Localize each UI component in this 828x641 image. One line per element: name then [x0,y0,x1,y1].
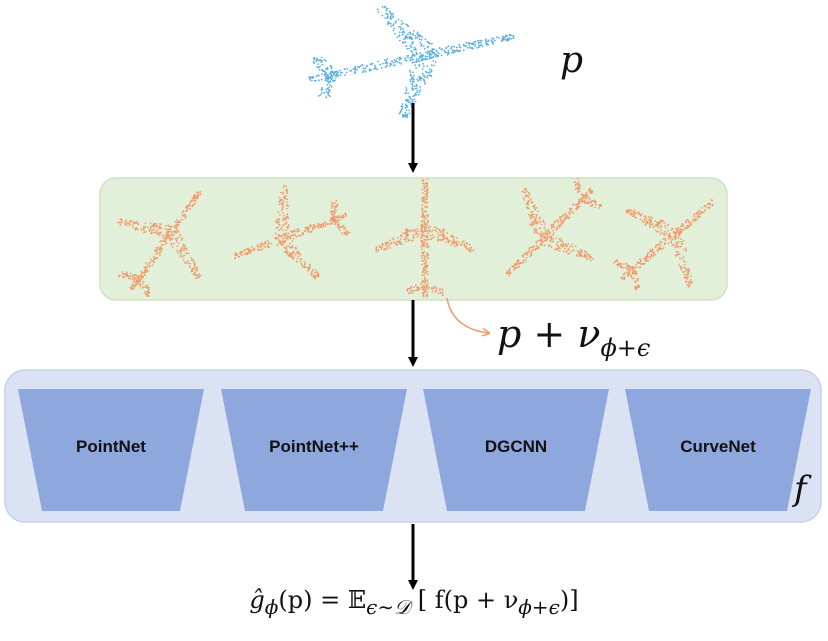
perturbed-label: p + νϕ+ϵ [497,312,650,362]
model-curvenet: CurveNet [625,389,811,511]
model-dgcnn: DGCNN [423,389,609,511]
model-block [625,389,811,511]
model-block [221,389,407,511]
perturbation-pointer [446,297,488,333]
model-ensemble: PointNet PointNet++ DGCNN CurveNet [18,389,811,511]
model-block [423,389,609,511]
perturbed-cloud-3 [375,178,475,298]
model-name: DGCNN [485,437,547,456]
smoothed-classifier-formula: ĝϕ(p) = 𝔼ϵ∼𝒟 [ f(p + νϕ+ϵ)] [249,586,579,619]
model-block [18,389,204,511]
model-pointnet: PointNet [18,389,204,511]
perturbed-cloud-4 [505,177,603,277]
models-panel [4,369,822,523]
model-name: PointNet++ [269,437,359,456]
model-pointnetplusplus: PointNet++ [221,389,407,511]
model-name: CurveNet [680,437,756,456]
perturbed-cloud-2 [233,184,351,280]
model-name: PointNet [76,437,146,456]
perturbed-point-clouds [117,177,714,298]
perturbed-cloud-1 [117,190,202,297]
perturbed-cloud-5 [613,199,714,291]
input-label: p [560,40,583,81]
input-point-cloud [308,5,515,119]
